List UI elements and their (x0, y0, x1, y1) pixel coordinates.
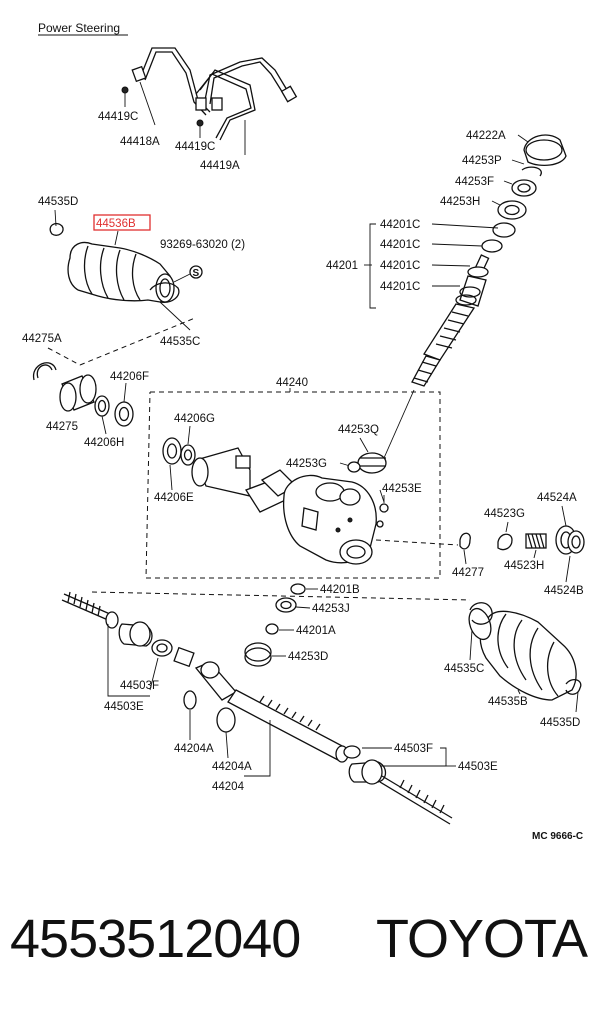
label-44206F: 44206F (110, 371, 149, 383)
ring-44253G (347, 461, 361, 473)
label-44419C-b: 44419C (175, 141, 215, 153)
label-44419A: 44419A (200, 160, 240, 172)
label-44524B: 44524B (544, 585, 584, 597)
brand-caption: TOYOTA (376, 909, 588, 969)
label-44201B: 44201B (320, 584, 360, 596)
highlight-box (93, 214, 151, 231)
label-44204A-1: 44204A (174, 743, 214, 755)
label-44253D: 44253D (288, 651, 328, 663)
bolt-s-marker (189, 265, 203, 279)
ring-44204A-a (183, 690, 197, 710)
bushing-44253J (275, 597, 297, 613)
snap-ring-44253P (521, 166, 542, 177)
label-44201C-2: 44201C (380, 239, 420, 251)
bushing-44206E (162, 437, 182, 465)
pressure-tubes (121, 47, 298, 141)
diagram-ref-code: MC 9666-C (532, 831, 583, 842)
stopper-44277 (459, 532, 471, 550)
bushing-44253D (244, 642, 272, 667)
clamp-44535C (469, 602, 493, 625)
label-44253Q: 44253Q (338, 424, 379, 436)
seal-44253F (511, 179, 537, 197)
label-44204A-2: 44204A (212, 761, 252, 773)
tie-rod-end-left (61, 591, 195, 668)
label-93269-63020: 93269-63020 (2) (160, 239, 245, 251)
diagram-title: Power Steering (38, 21, 120, 35)
bracket-44201 (369, 223, 376, 309)
label-44253F: 44253F (455, 176, 494, 188)
cap-44222A (523, 134, 567, 167)
label-44253J: 44253J (312, 603, 350, 615)
bracket-44204 (244, 770, 271, 777)
boot-clip-left (49, 222, 64, 236)
boot-clamp-44535C (149, 282, 180, 303)
plug-44524B (555, 525, 585, 555)
label-44253G: 44253G (286, 458, 327, 470)
label-44277: 44277 (452, 567, 484, 579)
ring-44204A-b (216, 707, 236, 733)
bushing-44206F (114, 401, 134, 427)
snap-ring-44275A (36, 364, 53, 379)
housing-group-box (145, 391, 441, 579)
part-number-caption: 4553512040 (10, 909, 301, 969)
label-44253H: 44253H (440, 196, 480, 208)
label-44503E-left: 44503E (104, 701, 144, 713)
label-44253E: 44253E (382, 483, 422, 495)
bracket-44503E-left (107, 624, 128, 697)
exploded-parts-diagram: Power Steering 44419C 44418A 44419C 4441… (22, 21, 585, 842)
clip-44535D (565, 678, 582, 695)
label-44222A: 44222A (466, 130, 506, 142)
boot-44536B (67, 241, 175, 303)
label-44275A: 44275A (22, 333, 62, 345)
label-44206G: 44206G (174, 413, 215, 425)
bearing-44253H (497, 200, 527, 220)
tube-end-44275 (59, 374, 97, 412)
seal-44201A (265, 623, 279, 635)
label-44206E: 44206E (154, 492, 194, 504)
label-44503F-right: 44503F (394, 743, 433, 755)
label-44201C-3: 44201C (380, 260, 420, 272)
valve-shaft-44201 (411, 254, 490, 387)
boot-44535B (468, 607, 577, 701)
label-44253P: 44253P (462, 155, 502, 167)
leader-right-boot (91, 591, 471, 601)
label-44419C: 44419C (98, 111, 138, 123)
label-44206H: 44206H (84, 437, 124, 449)
bolt-s-letter: S (193, 268, 200, 279)
label-44535D-right: 44535D (540, 717, 580, 729)
label-44204: 44204 (212, 781, 245, 793)
seal-44206G (180, 444, 196, 466)
seal-44201C-1 (492, 222, 516, 238)
seal-44201B (290, 583, 306, 595)
label-44536B-highlighted: 44536B (96, 218, 136, 230)
seal-44201C-2 (481, 239, 503, 253)
plug-44253E (379, 503, 389, 513)
label-44535C-right: 44535C (444, 663, 484, 675)
label-44523G: 44523G (484, 508, 525, 520)
label-44503F-left: 44503F (120, 680, 159, 692)
label-44201C-1: 44201C (380, 219, 420, 231)
label-44201A: 44201A (296, 625, 336, 637)
label-44240: 44240 (276, 377, 308, 389)
housing-44240 (191, 447, 377, 565)
leader-44277 (375, 539, 459, 546)
bearing-44253Q (357, 452, 387, 474)
label-44201: 44201 (326, 260, 358, 272)
label-44503E-right: 44503E (458, 761, 498, 773)
label-44418A: 44418A (120, 136, 160, 148)
label-44524A: 44524A (537, 492, 577, 504)
label-44535B: 44535B (488, 696, 528, 708)
label-44523H: 44523H (504, 560, 544, 572)
label-44535D-top: 44535D (38, 196, 78, 208)
guide-44523G (497, 533, 513, 551)
bracket-44503E-right (380, 747, 447, 767)
label-44275: 44275 (46, 421, 78, 433)
tie-rod-end-right (343, 745, 453, 825)
label-44201C-4: 44201C (380, 281, 420, 293)
label-44535C-top: 44535C (160, 336, 200, 348)
spring-44523H (525, 533, 547, 549)
rack-44204 (194, 661, 349, 763)
seal-44206H (94, 395, 110, 417)
